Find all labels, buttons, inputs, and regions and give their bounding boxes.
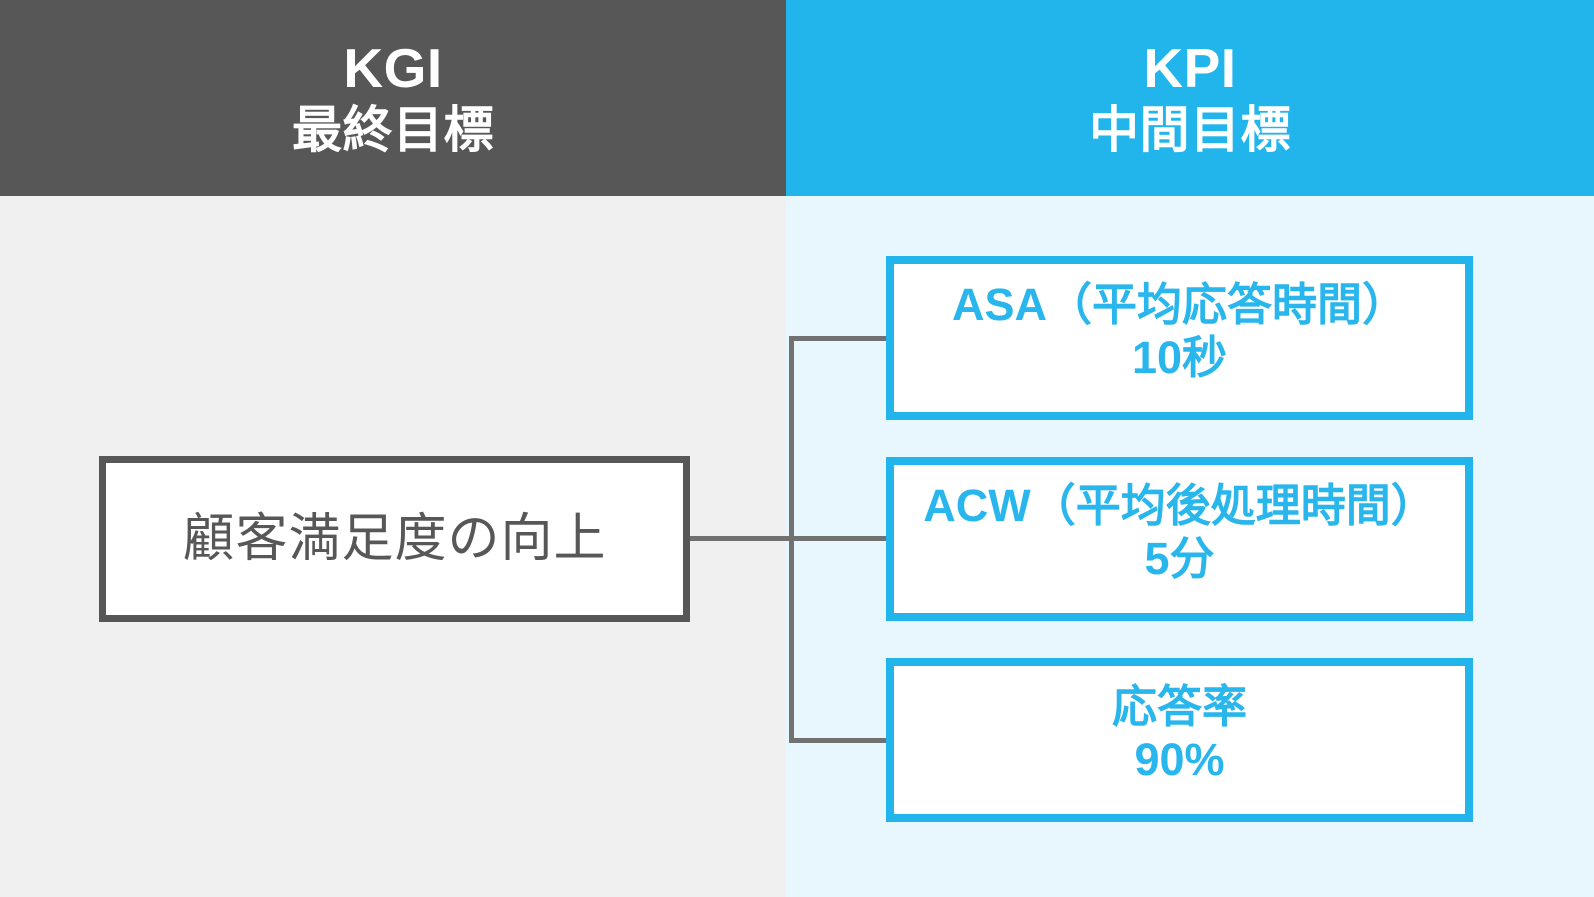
kpi-node-acw: ACW（平均後処理時間） 5分: [886, 457, 1473, 621]
kpi-column-header: KPI 中間目標: [786, 0, 1594, 196]
connector-branch-answer-rate: [789, 738, 890, 743]
kgi-node-label: 顧客満足度の向上: [182, 509, 607, 568]
connector-kgi-to-trunk: [688, 536, 794, 541]
kgi-column-header: KGI 最終目標: [0, 0, 786, 196]
kpi-node-acw-value: 5分: [1144, 533, 1215, 584]
kpi-header-subtitle: 中間目標: [1089, 101, 1291, 158]
connector-branch-acw: [789, 536, 890, 541]
kpi-node-acw-title: ACW（平均後処理時間）: [923, 479, 1436, 531]
kpi-node-answer-rate: 応答率 90%: [886, 658, 1473, 822]
kpi-header-title: KPI: [1143, 37, 1237, 100]
kpi-node-asa-title: ASA（平均応答時間）: [951, 278, 1407, 330]
kpi-node-answer-rate-value: 90%: [1134, 734, 1225, 785]
kpi-node-asa-value: 10秒: [1131, 332, 1228, 383]
connector-branch-asa: [789, 336, 890, 341]
kgi-header-subtitle: 最終目標: [292, 101, 494, 158]
kgi-header-title: KGI: [343, 37, 443, 100]
kpi-node-answer-rate-title: 応答率: [1111, 680, 1247, 732]
kgi-node: 顧客満足度の向上: [99, 456, 690, 622]
kpi-node-asa: ASA（平均応答時間） 10秒: [886, 256, 1473, 420]
